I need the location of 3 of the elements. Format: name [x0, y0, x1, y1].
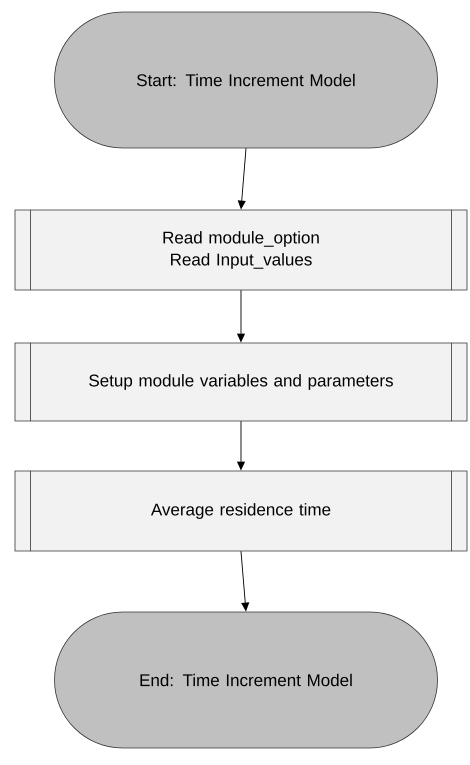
predefined-process-box: Average residence time [14, 470, 468, 552]
predefined-process-box: Read module_option Read Input_values [14, 209, 468, 291]
predefined-process-box: Setup module variables and parameters [14, 342, 468, 422]
